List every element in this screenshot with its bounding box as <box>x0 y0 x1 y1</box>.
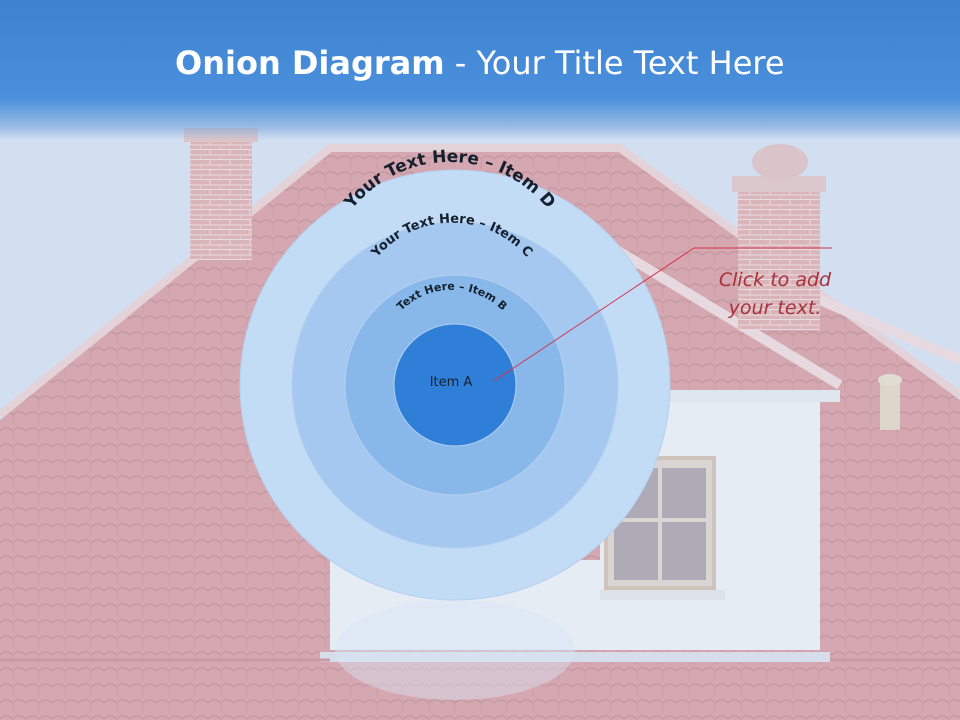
callout-text[interactable]: Click to add your text. <box>718 269 832 319</box>
slide-title[interactable]: Onion Diagram - Your Title Text Here <box>175 44 785 82</box>
diagram-reflection <box>335 600 575 700</box>
title-bar <box>0 0 960 140</box>
title-bold: Onion Diagram <box>175 44 445 82</box>
ring-item-a[interactable] <box>393 323 517 447</box>
callout-leader-line <box>493 247 832 382</box>
title-rest: - Your Title Text Here <box>444 44 785 82</box>
ring-label-item-a: Item A <box>430 375 473 390</box>
